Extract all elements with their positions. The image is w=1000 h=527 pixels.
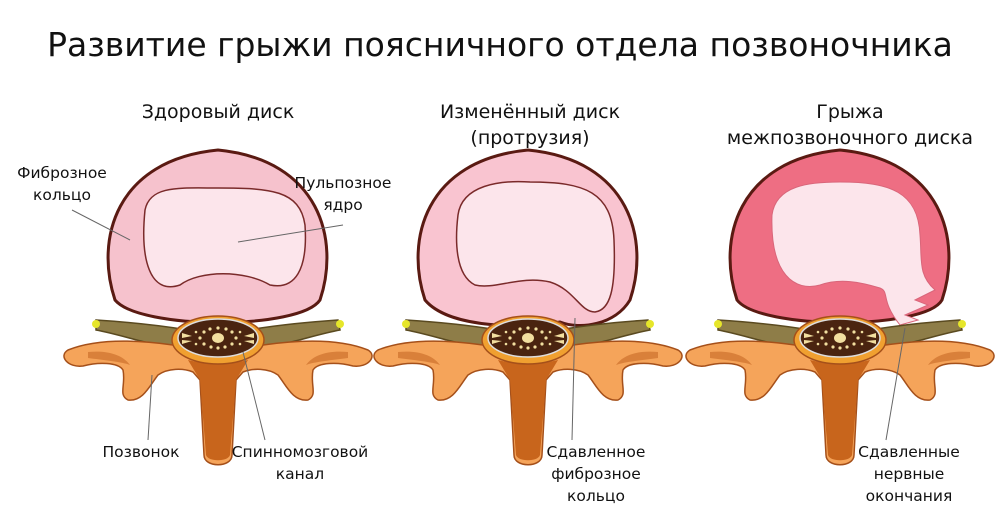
panel-heading: межпозвоночного диска [727,127,973,149]
label-annulus: кольцо [33,186,91,204]
label-compressed-nerves: Сдавленные [858,443,960,461]
panel-heading: Грыжа [816,101,883,123]
label-annulus: Фиброзное [17,164,107,182]
label-spinal-canal: канал [276,465,324,483]
panel-heading: Здоровый диск [142,101,295,123]
label-nucleus: ядро [323,196,362,214]
panel-heading: Изменённый диск [440,101,620,123]
label-compressed-annulus: кольцо [567,487,625,505]
panel-protrusion: Изменённый диск (протрузия) Сдавленное ф… [373,101,683,505]
nucleus-pulposus [455,180,616,313]
panel-healthy-disc: Здоровый диск Фиброзное кольцо Пульпозно… [17,101,391,483]
nucleus-pulposus [143,187,307,288]
label-compressed-annulus: фиброзное [551,465,641,483]
panel-heading: (протрузия) [470,127,589,149]
page-title: Развитие грыжи поясничного отдела позвон… [47,25,953,64]
label-vertebra: Позвонок [103,443,180,461]
label-spinal-canal: Спинномозговой [232,443,369,461]
label-compressed-nerves: окончания [866,487,953,505]
panel-herniation: Грыжа межпозвоночного диска Сдавленные н… [685,101,995,505]
label-compressed-nerves: нервные [874,465,945,483]
label-nucleus: Пульпозное [295,174,392,192]
label-compressed-annulus: Сдавленное [547,443,646,461]
herniated-nucleus [771,181,936,326]
